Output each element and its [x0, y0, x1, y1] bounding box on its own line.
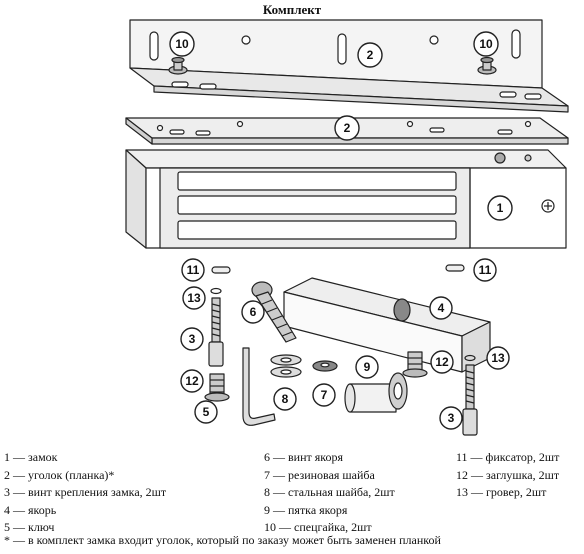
callout-steel-washer: 8 [282, 392, 289, 406]
callout-lock: 1 [497, 201, 504, 215]
bracket [129, 19, 569, 113]
anchor-screw [251, 281, 297, 343]
callout-rubber-washer: 7 [321, 388, 328, 402]
callout-bracket-pin-right: 10 [479, 37, 493, 51]
legend-item: 6 — винт якоря [264, 450, 344, 464]
diagram-title: Комплект [262, 2, 322, 17]
callout-plug-left: 12 [185, 374, 199, 388]
legend-column-2: 6 — винт якоря 7 — резиновая шайба 8 — с… [264, 449, 395, 537]
right-mounting-screw [462, 354, 478, 436]
left-mounting-screw [208, 287, 224, 367]
footnote: * — в комплект замка входит уголок, кото… [4, 533, 441, 547]
legend-item: 11 — фиксатор, 2шт [456, 450, 560, 464]
steel-washers [270, 354, 302, 378]
legend-item: 4 — якорь [4, 502, 57, 517]
callout-bracket: 2 [367, 48, 374, 62]
callout-grover-left: 13 [187, 291, 201, 305]
legend-item: 7 — резиновая шайба [264, 467, 375, 482]
lock-kit-diagram: 10 10 2 2 1 11 11 13 6 4 3 12 13 9 12 8 … [125, 19, 569, 436]
pins [211, 264, 465, 274]
callout-screw-left: 3 [189, 332, 196, 346]
legend-item: 8 — стальная шайба, 2шт [264, 485, 395, 499]
callout-plug-right: 12 [435, 355, 449, 369]
callout-pin-left: 11 [187, 263, 200, 277]
callout-bracket-pin-left: 10 [175, 37, 189, 51]
legend-column-1: 1 — замок 2 — уголок (планка)* 3 — винт … [4, 449, 166, 537]
callout-grover-right: 13 [491, 351, 505, 365]
callout-pin-right: 11 [479, 263, 492, 277]
anchor-plate [283, 277, 491, 373]
anchor-heel [344, 372, 408, 413]
legend-item: 1 — замок [4, 450, 58, 464]
legend-item: 5 — ключ [4, 520, 55, 534]
callout-anchor: 4 [438, 301, 445, 315]
rubber-washer [312, 360, 338, 372]
hex-key [242, 347, 276, 426]
plug-right [402, 351, 428, 378]
legend-item: 12 — заглушка, 2шт [456, 467, 560, 482]
callout-heel: 9 [364, 360, 371, 374]
legend-column-3: 11 — фиксатор, 2шт 12 — заглушка, 2шт 13… [456, 449, 559, 502]
callout-screw-right: 3 [448, 411, 455, 425]
legend-item: 3 — винт крепления замка, 2шт [4, 485, 167, 499]
callout-anchor-screw: 6 [250, 305, 257, 319]
callout-plate: 2 [344, 121, 351, 135]
callout-key: 5 [203, 405, 210, 419]
legend-item: 9 — пятка якоря [264, 502, 348, 517]
lock-body [125, 149, 567, 249]
legend-item: 2 — уголок (планка)* [4, 467, 115, 482]
legend-item: 10 — спецгайка, 2шт [264, 520, 372, 534]
legend-item: 13 — гровер, 2шт [456, 485, 547, 499]
plug-left [204, 373, 230, 402]
